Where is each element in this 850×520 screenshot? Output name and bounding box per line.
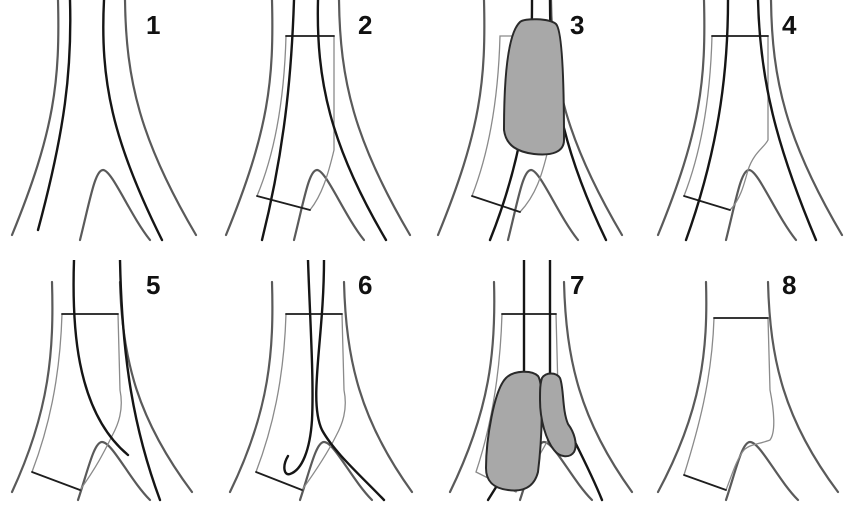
guidewire-left	[36, 0, 72, 232]
vessel-wall-left	[10, 0, 60, 237]
panel-5-drawing	[10, 260, 194, 502]
vessel-wall-right	[337, 0, 412, 237]
panel-number: 6	[358, 270, 373, 300]
panel-4: 4	[636, 0, 848, 260]
panel-number: 2	[358, 10, 373, 40]
vessel-carina	[724, 168, 798, 242]
vessel-wall-left	[436, 0, 486, 237]
stent-outline	[683, 35, 769, 211]
guidewire-left	[684, 0, 730, 242]
panel-2-drawing	[224, 0, 412, 242]
panel-number: 3	[570, 10, 585, 40]
vessel-wall-left	[224, 0, 274, 237]
balloon-left	[484, 370, 543, 492]
panel-3: 3	[424, 0, 636, 260]
guidewire-right	[315, 260, 386, 502]
guidewire-right	[316, 0, 388, 242]
panel-1: 1	[0, 0, 212, 260]
vessel-wall-right	[769, 0, 844, 237]
panel-7-drawing	[448, 260, 634, 502]
vessel-wall-left	[656, 0, 706, 237]
vessel-carina	[724, 440, 800, 502]
guidewire-right	[756, 0, 818, 242]
vessel-wall-left	[228, 280, 274, 494]
vessel-carina	[76, 440, 152, 502]
panel-7: 7	[424, 260, 636, 520]
stent-outline	[683, 317, 775, 491]
vessel-wall-left	[10, 280, 54, 494]
guidewire-right-distal	[572, 438, 604, 502]
vessel-wall-right	[562, 280, 634, 494]
stent-bottom-marker	[471, 195, 521, 213]
vessel-carina	[78, 168, 152, 242]
stent-bottom-marker	[683, 474, 727, 491]
panel-2: 2	[212, 0, 424, 260]
vessel-carina	[298, 440, 374, 502]
vessel-wall-left	[656, 280, 708, 494]
balloon-right	[538, 372, 577, 458]
stent-bottom-marker	[256, 195, 311, 211]
stent-outline	[255, 313, 346, 491]
panel-1-drawing	[10, 0, 198, 242]
guidewire-left	[72, 260, 130, 457]
stent-bottom-marker	[31, 471, 81, 491]
vessel-wall-left	[448, 280, 496, 494]
panel-number: 8	[782, 270, 797, 300]
panel-number: 5	[146, 270, 161, 300]
stent-bottom-marker	[255, 471, 303, 491]
panel-3-drawing	[436, 0, 624, 242]
balloon	[502, 18, 566, 156]
stent-outline	[256, 35, 335, 211]
panel-8-drawing	[656, 280, 840, 502]
vessel-wall-right	[766, 280, 840, 494]
stent-outline	[31, 313, 122, 491]
guidewire-right	[118, 260, 162, 502]
vessel-carina	[292, 168, 366, 242]
panel-number: 4	[782, 10, 797, 40]
panel-number: 7	[570, 270, 585, 300]
panel-6-drawing	[228, 260, 414, 502]
guidewire-right	[102, 0, 164, 242]
panel-number: 1	[146, 10, 161, 40]
panel-5: 5	[0, 260, 212, 520]
stent-bottom-marker	[683, 195, 731, 211]
panel-8: 8	[636, 260, 848, 520]
guidewire-left	[283, 260, 314, 476]
panel-6: 6	[212, 260, 424, 520]
vessel-wall-right	[123, 0, 198, 237]
vessel-wall-right	[342, 280, 414, 494]
panel-4-drawing	[656, 0, 844, 242]
vessel-carina	[506, 168, 580, 242]
guidewire-left	[260, 0, 296, 242]
